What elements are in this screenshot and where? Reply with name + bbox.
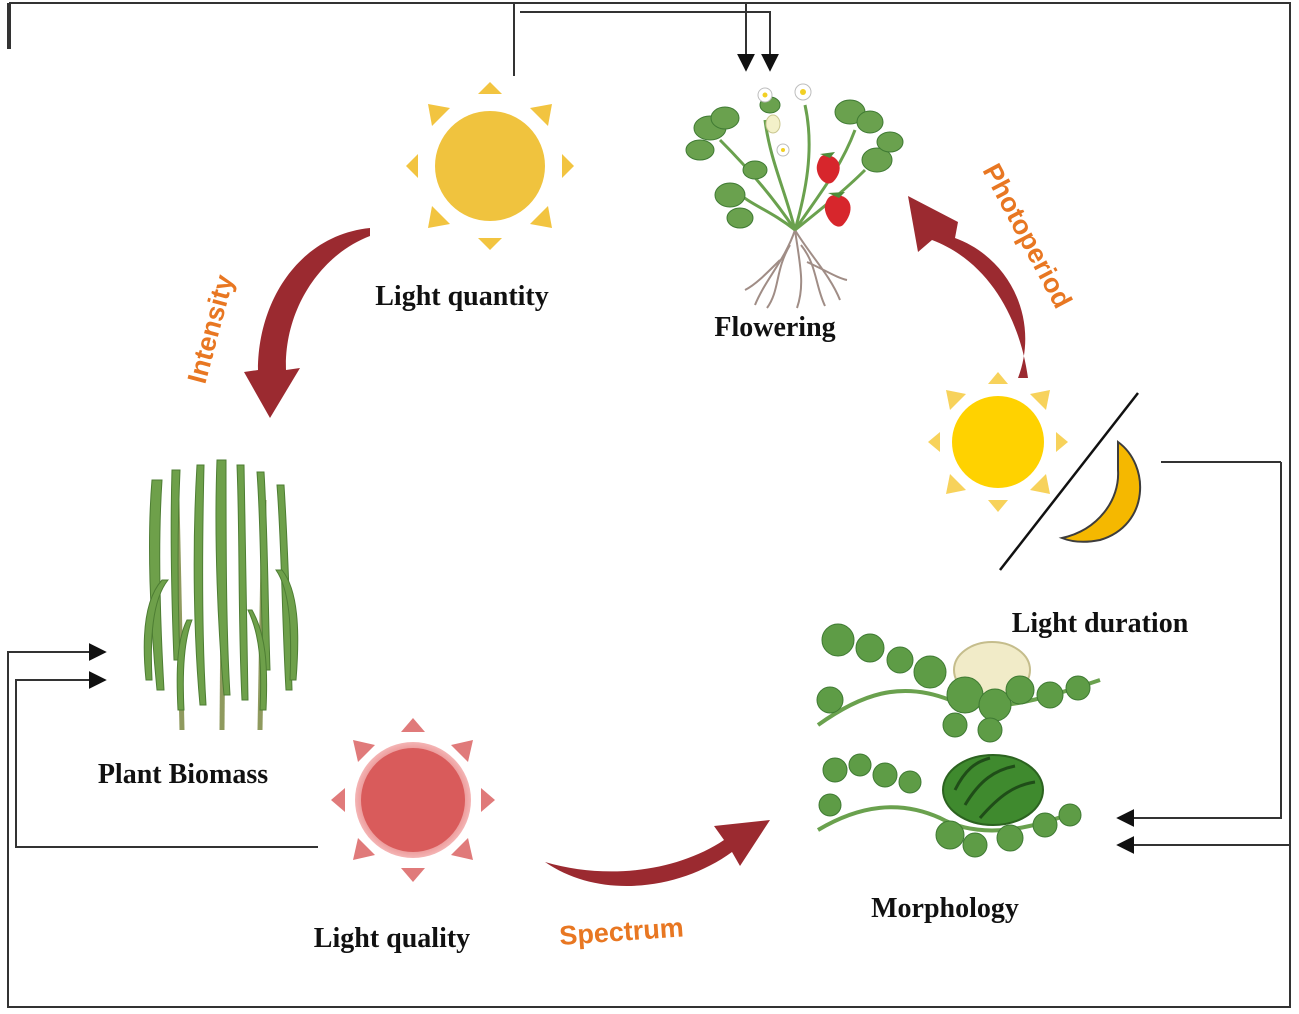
process-label-intensity: Intensity bbox=[182, 272, 240, 387]
spectrum-arrow bbox=[545, 820, 770, 886]
connector-quantity-flowering bbox=[513, 2, 755, 76]
sun-icon bbox=[406, 82, 574, 250]
intensity-arrow bbox=[244, 228, 370, 418]
photoperiod-arrow bbox=[908, 196, 1028, 378]
node-label-light-duration: Light duration bbox=[1012, 608, 1189, 639]
process-label-spectrum: Spectrum bbox=[558, 912, 684, 951]
node-label-light-quality: Light quality bbox=[314, 923, 470, 954]
willow-tree-icon bbox=[143, 459, 299, 731]
day-sun-icon bbox=[928, 372, 1068, 512]
process-arrows bbox=[244, 196, 1028, 886]
red-sun-icon bbox=[331, 718, 495, 882]
moon-icon bbox=[1058, 440, 1142, 543]
day-night-divider bbox=[999, 392, 1139, 571]
connector-quality-biomass bbox=[15, 671, 318, 848]
connector-lines bbox=[7, 2, 1291, 1008]
node-label-flowering: Flowering bbox=[714, 312, 835, 343]
node-label-plant-biomass: Plant Biomass bbox=[98, 759, 268, 790]
sun-moon-icon bbox=[928, 372, 1142, 571]
melon-vine-icon bbox=[816, 623, 1101, 858]
node-label-morphology: Morphology bbox=[871, 893, 1019, 924]
connector-loop-flowering bbox=[7, 2, 1291, 1008]
honeydew-vine bbox=[816, 623, 1101, 743]
connector-top-second bbox=[520, 11, 779, 72]
node-label-light-quantity: Light quantity bbox=[375, 281, 549, 312]
strawberry-plant-icon bbox=[685, 83, 904, 309]
connector-duration-flowering bbox=[1116, 462, 1282, 827]
watermelon-vine bbox=[816, 753, 1082, 858]
process-label-photoperiod: Photoperiod bbox=[977, 159, 1078, 313]
